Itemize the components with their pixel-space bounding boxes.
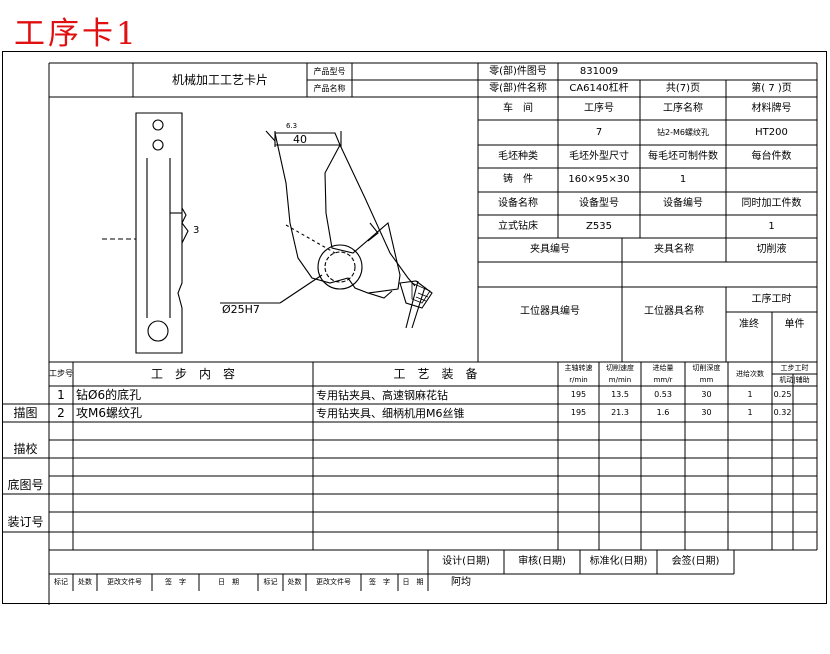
op-name-label: 工序名称 (663, 102, 703, 114)
binding-no-label: 装订号 (7, 515, 44, 529)
blank-size: 160×95×30 (568, 174, 630, 185)
step-time-header: 工步工时 (780, 363, 809, 372)
fixture-name-label: 夹具名称 (654, 244, 694, 255)
step-1-equipment: 专用钻夹具、高速钢麻花钻 (316, 388, 448, 402)
step-1-depth: 30 (701, 390, 712, 399)
product-name-label: 产品名称 (313, 83, 346, 93)
depth-unit: mm (699, 375, 714, 384)
workshop-label: 车 间 (503, 102, 533, 114)
feed-header: 进给量 (652, 363, 674, 372)
dim-40-label: 40 (293, 133, 307, 146)
simul-parts-label: 同时加工件数 (741, 197, 802, 209)
passes-header: 进给次数 (736, 369, 764, 378)
blank-type: 铸 件 (503, 174, 533, 185)
doc-no-label-2: 更改文件号 (316, 578, 351, 586)
simul-parts: 1 (768, 220, 775, 232)
date-label-2: 日 期 (402, 578, 424, 586)
step-time-sub-header: 机动|辅助 (779, 375, 810, 384)
check-label: 描校 (13, 442, 38, 456)
station-tool-no-label: 工位器具编号 (520, 306, 580, 317)
date-label-1: 日 期 (218, 578, 239, 586)
sign-label-1: 签 字 (165, 578, 186, 586)
step-1-passes: 1 (747, 390, 753, 399)
parts-per-machine-label: 每台件数 (751, 150, 792, 162)
doc-no-label-1: 更改文件号 (107, 578, 142, 586)
cut-speed-unit: m/min (608, 375, 632, 384)
cut-speed-header: 切削速度 (606, 363, 634, 372)
material: HT200 (755, 126, 788, 138)
step-2-speed: 195 (570, 408, 587, 417)
step-2-depth: 30 (701, 408, 712, 417)
step-2-feed: 1.6 (656, 408, 670, 417)
part-name-label: 零(部)件名称 (489, 82, 547, 94)
op-no-label: 工序号 (584, 102, 614, 114)
depth-header: 切削深度 (692, 363, 721, 372)
page-number: 第( 7 )页 (751, 82, 792, 94)
equipment-header: 工 艺 装 备 (393, 367, 478, 381)
trace-label: 描图 (13, 406, 38, 420)
step-2-cut-speed: 21.3 (611, 408, 629, 417)
step-2-no: 2 (57, 406, 65, 420)
dim-phi25-label: Ø25H7 (222, 303, 260, 316)
op-no: 7 (595, 126, 603, 138)
step-2-equipment: 专用钻夹具、细柄机用M6丝锥 (316, 406, 465, 420)
unit-label: 单件 (784, 318, 805, 330)
step-1-speed: 195 (570, 390, 587, 399)
dim-3-label: 3 (193, 225, 199, 236)
review-label: 审核(日期) (518, 556, 566, 567)
prep-label: 准终 (739, 318, 759, 330)
equip-name-label: 设备名称 (498, 197, 538, 209)
part-drawing: 3 40 Ø25H7 6.3 (102, 112, 433, 354)
step-1-content: 钻Ø6的底孔 (76, 388, 142, 402)
blank-size-label: 毛坯外型尺寸 (569, 150, 629, 162)
card-name: 机械加工工艺卡片 (171, 73, 268, 87)
step-2-passes: 1 (747, 408, 753, 417)
spindle-speed-header: 主轴转速 (564, 363, 593, 372)
coolant-label: 切削液 (756, 244, 787, 255)
parts-per-blank: 1 (679, 174, 687, 185)
signer-name: 阿均 (451, 576, 471, 588)
product-model-label: 产品型号 (313, 66, 346, 76)
count-label-2: 处数 (287, 578, 302, 586)
equip-model: Z535 (586, 220, 612, 232)
roughness-label: 6.3 (286, 122, 297, 130)
step-2-time: 0.32 (773, 408, 792, 417)
part-drawing-no: 831009 (579, 65, 619, 77)
part-drawing-no-label: 零(部)件图号 (489, 65, 547, 77)
blank-type-label: 毛坯种类 (498, 150, 538, 162)
content-header: 工 步 内 容 (150, 367, 235, 381)
equip-no-label: 设备编号 (663, 197, 703, 209)
op-time-label: 工序工时 (751, 293, 792, 305)
station-tool-name-label: 工位器具名称 (644, 306, 704, 317)
step-no-header: 工步号 (49, 368, 73, 378)
step-1-no: 1 (57, 388, 65, 402)
spindle-speed-unit: r/min (569, 375, 588, 384)
part-name: CA6140杠杆 (569, 82, 629, 94)
page-title: 工序卡1 (14, 16, 139, 52)
fixture-no-label: 夹具编号 (530, 244, 570, 255)
mark-label-1: 标记 (54, 578, 68, 586)
total-pages: 共(7)页 (665, 82, 701, 94)
countersign-label: 会签(日期) (671, 556, 720, 567)
sign-label-2: 签 字 (369, 578, 390, 586)
step-2-content: 攻M6螺纹孔 (76, 406, 142, 420)
card-frame (2, 51, 827, 604)
base-no-label: 底图号 (7, 478, 44, 492)
step-1-feed: 0.53 (654, 390, 672, 399)
step-1-cut-speed: 13.5 (611, 390, 629, 399)
op-name: 钻2-M6螺纹孔 (657, 127, 709, 137)
design-label: 设计(日期) (442, 556, 490, 567)
standard-label: 标准化(日期) (589, 556, 648, 567)
step-1-time: 0.25 (773, 390, 792, 399)
parts-per-blank-label: 每毛坯可制件数 (648, 150, 718, 162)
material-label: 材料牌号 (751, 102, 792, 114)
feed-unit: mm/r (653, 375, 673, 384)
mark-label-2: 标记 (263, 578, 278, 586)
equip-name: 立式钻床 (498, 220, 538, 232)
equip-model-label: 设备型号 (579, 197, 619, 209)
count-label-1: 处数 (78, 578, 92, 586)
